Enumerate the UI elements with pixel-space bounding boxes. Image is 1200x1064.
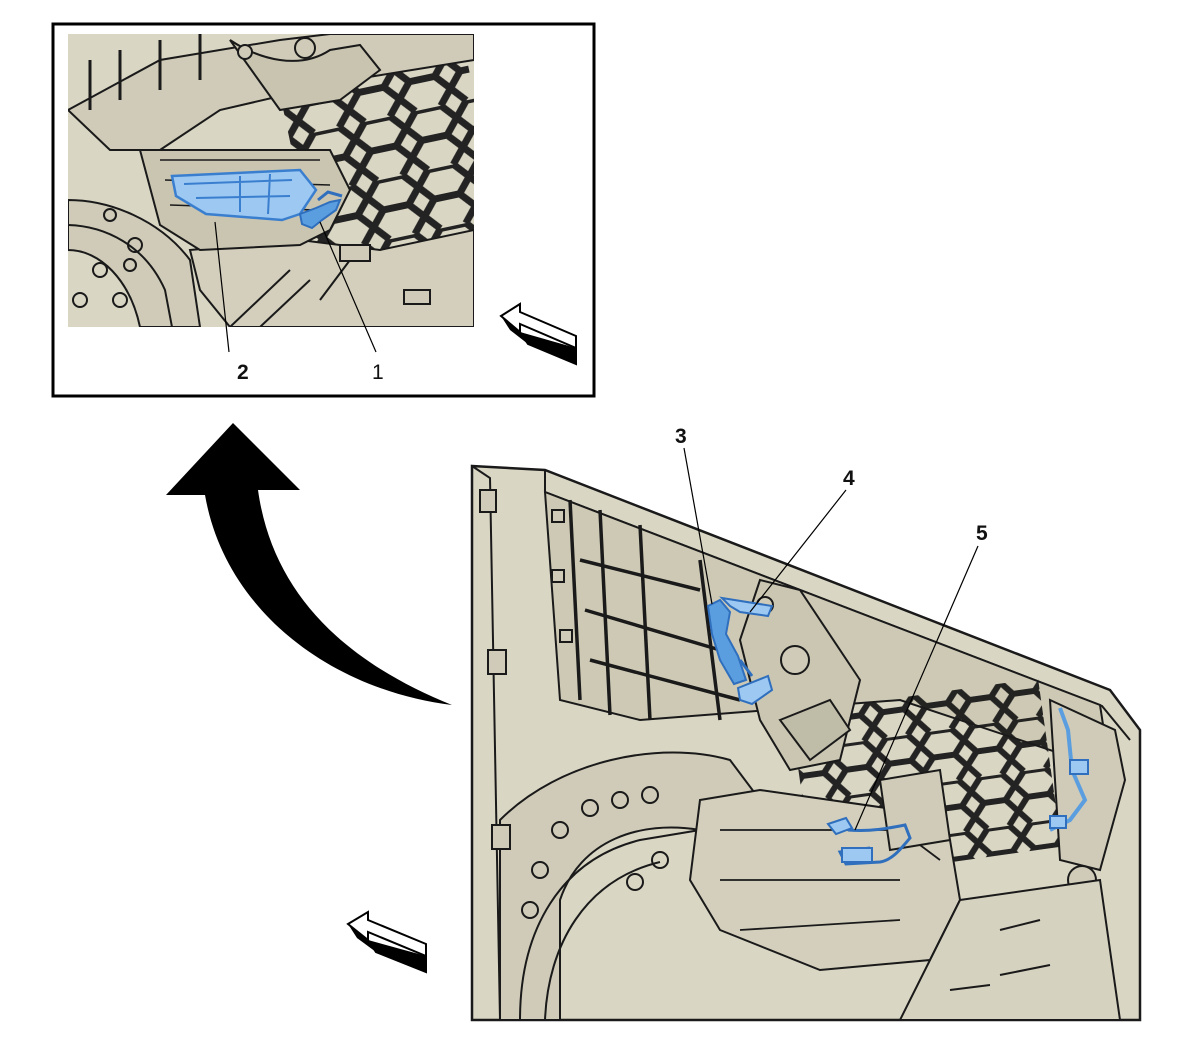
leader-line-5 xyxy=(854,545,979,831)
leader-line-3 xyxy=(683,447,713,605)
main-view-arrow xyxy=(346,910,427,974)
callout-5: 5 xyxy=(976,522,988,545)
leader-line-2 xyxy=(214,221,230,353)
leader-line-1 xyxy=(319,221,377,353)
inset-detail-view xyxy=(51,22,596,398)
door-panel-view xyxy=(470,447,1142,1022)
highlight-item-5 xyxy=(826,816,912,866)
inset-view-arrow xyxy=(499,302,577,366)
callout-1: 1 xyxy=(372,361,384,384)
callout-2: 2 xyxy=(237,361,249,384)
highlight-right-harness xyxy=(1049,707,1089,832)
callout-4: 4 xyxy=(843,467,855,490)
inset-illustration xyxy=(68,34,474,327)
callout-3: 3 xyxy=(675,425,687,448)
highlight-item-3 xyxy=(706,598,748,686)
highlight-item-4 xyxy=(719,596,774,706)
curved-transition-arrow xyxy=(166,423,452,705)
leader-line-4 xyxy=(749,489,847,613)
